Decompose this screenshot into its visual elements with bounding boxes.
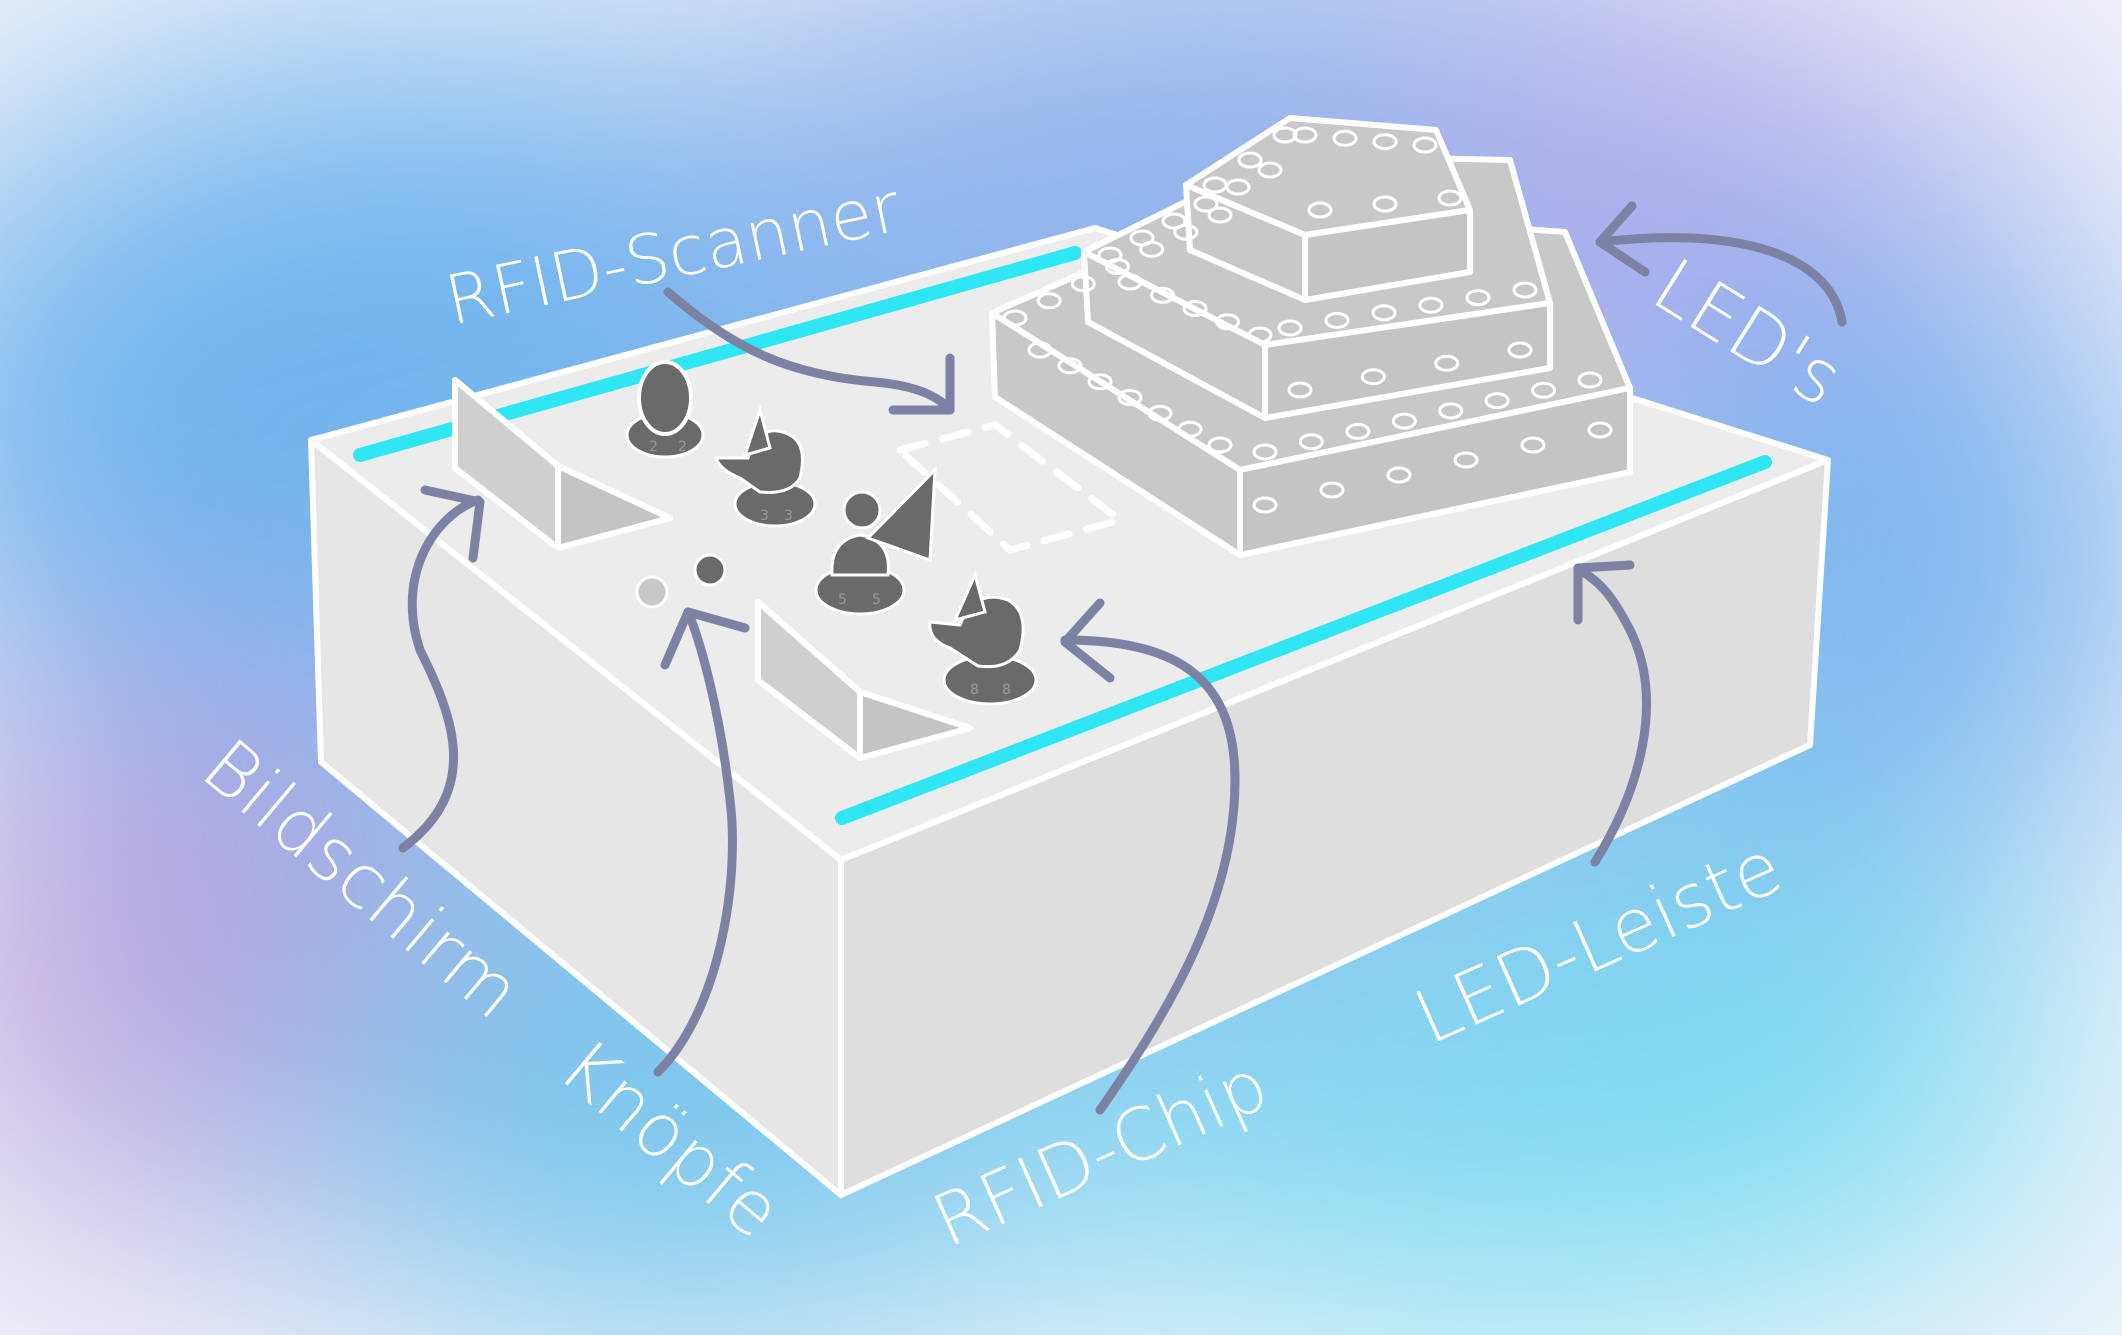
led-dot xyxy=(1150,286,1175,304)
led-dot xyxy=(1391,412,1417,430)
led-dot xyxy=(1319,481,1345,499)
arrow-leds xyxy=(1595,201,1847,327)
led-dot xyxy=(1177,420,1203,438)
figure-dragon-large: 8 8 xyxy=(928,570,1038,706)
tower-tier-1-side xyxy=(1237,385,1633,558)
figure-number: 8 xyxy=(1002,682,1011,698)
figure-dragon-hatching: 5 5 xyxy=(814,466,937,616)
figure-number: 2 xyxy=(678,439,687,455)
led-dot xyxy=(1587,421,1613,439)
led-dot xyxy=(1287,381,1313,399)
led-dot xyxy=(1531,381,1557,399)
led-dot xyxy=(1465,289,1491,307)
led-dot xyxy=(1577,371,1603,389)
figure-number: 3 xyxy=(784,508,793,524)
figure-egg: 2 2 xyxy=(625,360,705,459)
arrow-led-leiste xyxy=(1573,560,1651,867)
led-dot xyxy=(1161,212,1187,230)
figure-number: 2 xyxy=(649,439,658,455)
led-dot xyxy=(1070,275,1096,293)
led-dot xyxy=(1087,373,1113,391)
figure-dragon-small: 3 3 xyxy=(713,404,817,528)
led-dot xyxy=(1453,451,1479,469)
led-dot xyxy=(1193,195,1219,213)
led-dot xyxy=(1418,296,1444,314)
tower-led-dots xyxy=(1002,126,1613,514)
led-dot xyxy=(1097,246,1123,264)
figure-number: 5 xyxy=(838,592,847,608)
screen-right xyxy=(755,599,973,761)
led-dot xyxy=(1437,189,1463,207)
led-dot xyxy=(1272,126,1298,144)
box-side-face xyxy=(838,457,1831,1198)
led-dot xyxy=(1207,206,1233,224)
arrow-rfid-scanner xyxy=(663,287,955,415)
led-dot xyxy=(1252,496,1278,514)
led-strip-front xyxy=(835,455,1772,825)
screen-left xyxy=(452,377,673,551)
led-dot xyxy=(1237,151,1263,169)
led-dot xyxy=(1057,357,1083,375)
led-dot xyxy=(1036,292,1062,310)
led-dot xyxy=(1345,422,1371,440)
led-dot xyxy=(1129,229,1155,247)
led-dot xyxy=(1252,443,1278,461)
rfid-scan-area xyxy=(896,421,1128,554)
led-dot xyxy=(1117,389,1143,406)
led-tower xyxy=(989,115,1633,558)
led-dot xyxy=(1372,195,1398,213)
led-dot xyxy=(1207,436,1233,454)
led-dot xyxy=(1247,326,1273,344)
led-dot xyxy=(1360,368,1386,386)
led-dot xyxy=(1372,133,1398,151)
led-dot xyxy=(1332,129,1358,147)
button-1 xyxy=(635,575,669,609)
led-dot xyxy=(1412,136,1438,154)
led-dot xyxy=(1520,436,1546,454)
arrow-rfid-chip xyxy=(1060,598,1240,1115)
arrow-bildschirm xyxy=(398,485,485,853)
led-dot xyxy=(1202,176,1228,194)
figure-number: 5 xyxy=(872,592,881,608)
led-dot xyxy=(1182,300,1208,317)
led-dot xyxy=(1324,311,1350,329)
label-leds: LED's xyxy=(1638,242,1856,423)
led-dot xyxy=(1484,392,1510,410)
figure-number: 3 xyxy=(760,508,769,524)
led-dot xyxy=(1257,161,1283,179)
led-dot xyxy=(1117,273,1143,291)
led-dot xyxy=(1215,313,1240,331)
led-dot xyxy=(1002,309,1028,327)
led-dot xyxy=(1434,354,1460,372)
button-2 xyxy=(693,553,727,587)
led-dot xyxy=(1147,404,1173,422)
led-dot xyxy=(1512,281,1538,299)
arrow-knoepfe xyxy=(653,607,750,1077)
led-dot xyxy=(1298,433,1324,451)
led-dot xyxy=(1292,126,1318,144)
led-dot xyxy=(1027,341,1053,359)
led-dot xyxy=(1507,341,1533,359)
led-dot xyxy=(1277,319,1303,337)
led-dot xyxy=(1438,402,1464,420)
tower-tier-2-side xyxy=(1262,300,1553,421)
led-dot xyxy=(1173,223,1199,241)
tower-tier-3-side xyxy=(1302,207,1473,303)
figure-number: 8 xyxy=(970,682,979,698)
led-dot xyxy=(1307,201,1333,219)
led-dot xyxy=(1371,304,1397,322)
led-dot xyxy=(1386,466,1412,484)
